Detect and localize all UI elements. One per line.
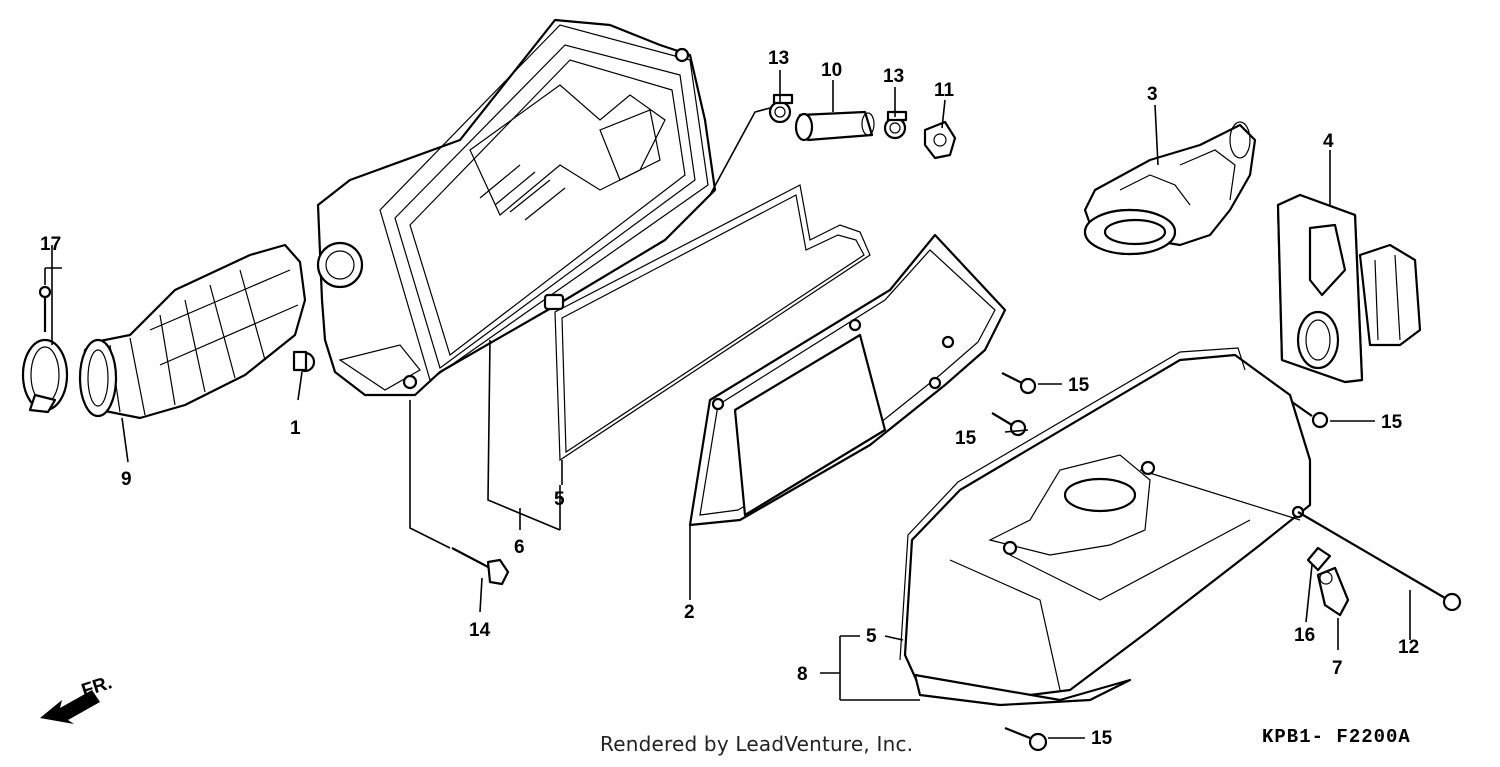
drain-tube <box>794 110 875 142</box>
clip <box>1306 546 1332 572</box>
tapping-screw-upper <box>1001 372 1037 395</box>
case-seal <box>554 184 871 462</box>
callout-numbers: 1 2 3 4 5 5 6 7 8 9 10 11 12 13 13 14 15… <box>40 48 1419 749</box>
diagram-code: KPB1- F2200A <box>1262 726 1411 748</box>
front-direction-arrow-icon: FR. <box>40 672 115 724</box>
tube-clip-right <box>883 110 908 140</box>
callout-3: 3 <box>1147 84 1158 105</box>
render-credit: Rendered by LeadVenture, Inc. <box>600 732 914 756</box>
callout-10: 10 <box>821 60 842 81</box>
callout-15-right: 15 <box>1381 412 1403 433</box>
callout-15-bottom: 15 <box>1091 728 1113 749</box>
callout-17: 17 <box>40 234 61 255</box>
callout-13-left: 13 <box>768 48 789 69</box>
callout-8: 8 <box>797 664 808 685</box>
callout-15-upper: 15 <box>1068 375 1090 396</box>
air-element <box>688 233 1007 527</box>
callout-14: 14 <box>469 620 491 641</box>
drain-plug <box>1316 566 1350 617</box>
intake-duct <box>1083 121 1257 256</box>
band-screw <box>38 285 52 332</box>
case-ribs <box>479 164 566 221</box>
front-direction-label: FR. <box>79 672 115 701</box>
air-cleaner-cover <box>899 347 1312 707</box>
callout-9: 9 <box>121 469 132 490</box>
callout-2: 2 <box>684 602 695 623</box>
callout-12: 12 <box>1398 637 1419 658</box>
callout-7: 7 <box>1332 658 1343 679</box>
tapping-screw-right <box>1291 401 1329 429</box>
grommet <box>292 350 316 373</box>
callout-5-lower: 5 <box>866 626 877 647</box>
callout-4: 4 <box>1323 131 1334 152</box>
tube-clip-left <box>768 93 794 124</box>
callout-6: 6 <box>514 537 525 558</box>
tube-band <box>21 338 69 414</box>
tapping-screw-bottom <box>1004 726 1048 752</box>
callout-13-right: 13 <box>883 66 904 87</box>
cover-long-screw <box>1297 511 1462 612</box>
callout-1: 1 <box>290 418 301 439</box>
callout-15-middle: 15 <box>955 428 977 449</box>
drain-cap <box>923 120 957 160</box>
leader-lines <box>44 70 1411 739</box>
callout-5-upper: 5 <box>554 489 565 510</box>
callout-11: 11 <box>934 80 955 101</box>
callout-16: 16 <box>1294 625 1315 646</box>
air-cleaner-case <box>316 18 717 397</box>
sub-case <box>1276 193 1422 384</box>
connecting-tube <box>78 243 307 420</box>
flange-bolt <box>451 547 510 586</box>
